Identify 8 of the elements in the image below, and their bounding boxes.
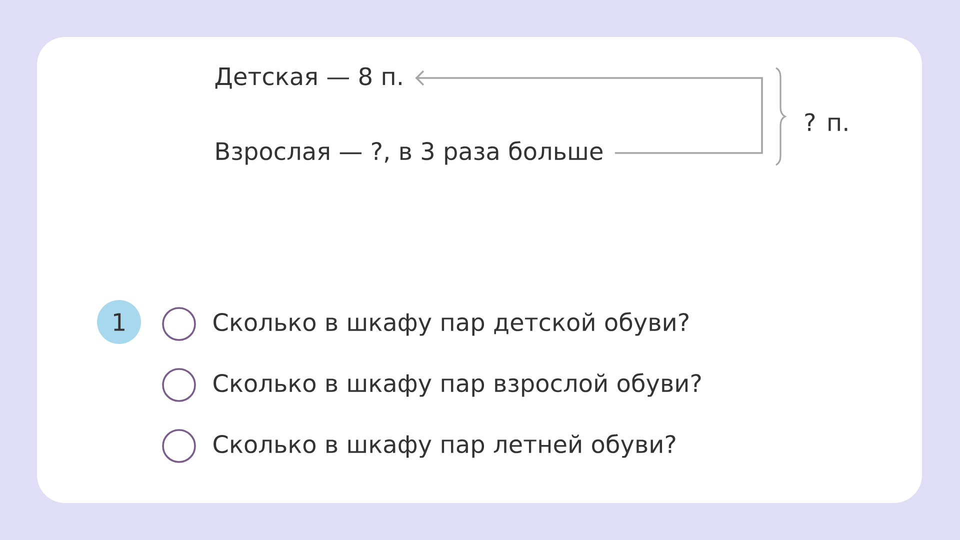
- arrow: [415, 70, 763, 154]
- text-label: ? п.: [805, 113, 848, 131]
- question-text: Сколько в шкафу пар детской обуви?: [214, 312, 688, 336]
- number-badge: 1: [97, 300, 142, 344]
- text-label: Взрослая — ?, в 3 раза больше: [216, 141, 602, 165]
- question-text: Сколько в шкафу пар взрослой обуви?: [214, 373, 701, 397]
- text-label: Детская — 8 п.: [215, 67, 402, 89]
- question-text: Сколько в шкафу пар летней обуви?: [214, 434, 676, 458]
